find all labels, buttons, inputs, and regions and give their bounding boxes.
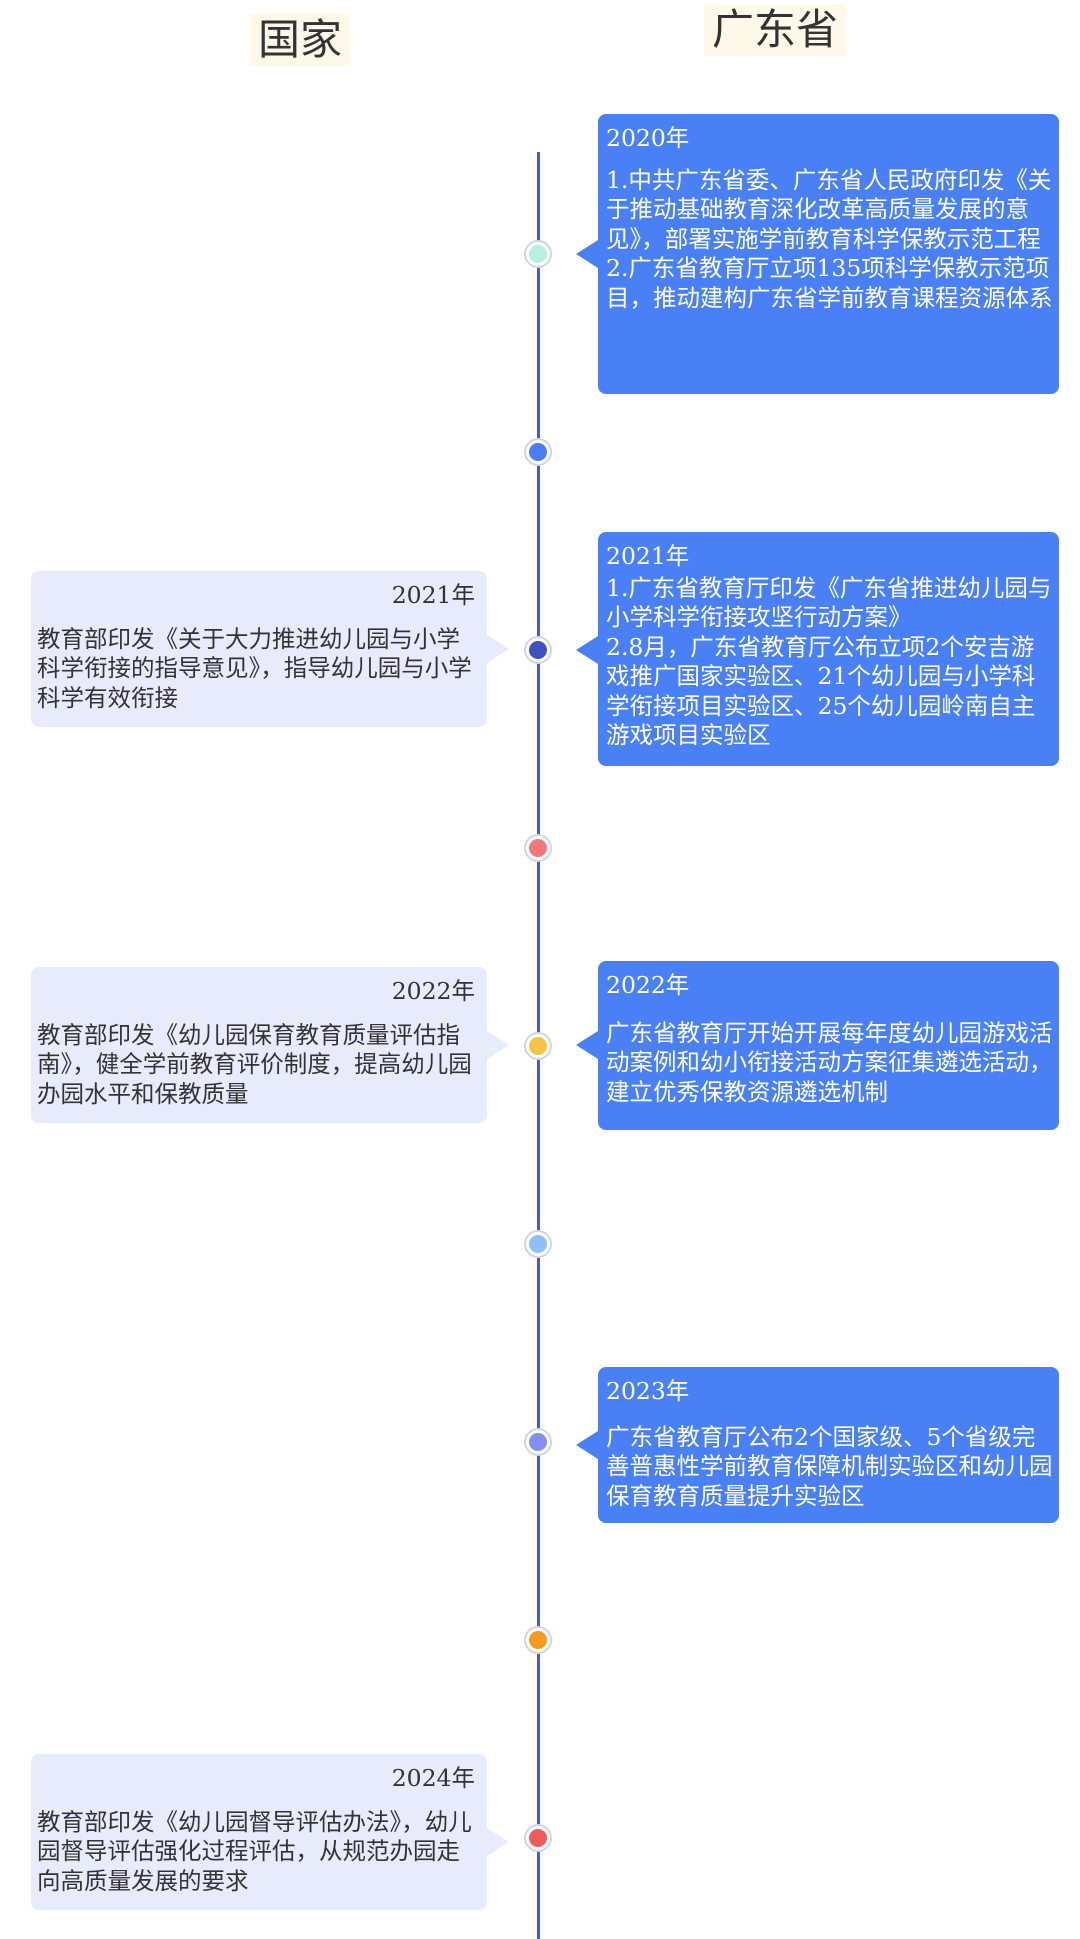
card-year: 2021年	[391, 581, 475, 609]
card-text: 教育部印发《关于大力推进幼儿园与小学科学衔接的指导意见》，指导幼儿园与小学科学有…	[37, 624, 472, 712]
card-year: 2022年	[606, 971, 690, 999]
timeline-node	[524, 438, 552, 466]
national-card-2021: 2021年 教育部印发《关于大力推进幼儿园与小学科学衔接的指导意见》，指导幼儿园…	[31, 571, 487, 727]
province-card-2020: 2020年 1.中共广东省委、广东省人民政府印发《关于推动基础教育深化改革高质量…	[598, 114, 1059, 394]
timeline-node-dot	[529, 1037, 547, 1055]
province-card-2021: 2021年 1.广东省教育厅印发《广东省推进幼儿园与小学科学衔接攻坚行动方案》 …	[598, 532, 1059, 766]
timeline-node	[524, 1824, 552, 1852]
timeline-node-dot	[529, 1829, 547, 1847]
timeline-node	[524, 1230, 552, 1258]
card-year: 2021年	[606, 542, 690, 570]
timeline-node-dot	[529, 1433, 547, 1451]
card-text: 广东省教育厅开始开展每年度幼儿园游戏活动案例和幼小衔接活动方案征集遴选活动，建立…	[606, 1018, 1053, 1106]
timeline-node	[524, 1032, 552, 1060]
timeline-node-dot	[529, 641, 547, 659]
card-text: 2.8月，广东省教育厅公布立项2个安吉游戏推广国家实验区、21个幼儿园与小学科学…	[606, 632, 1036, 750]
timeline-node	[524, 1626, 552, 1654]
card-text: 教育部印发《幼儿园保育教育质量评估指南》，健全学前教育评价制度，提高幼儿园办园水…	[37, 1020, 472, 1108]
timeline-node-dot	[529, 443, 547, 461]
column-header-national: 国家	[250, 14, 351, 67]
timeline-node-dot	[529, 245, 547, 263]
timeline-node-dot	[529, 839, 547, 857]
timeline-node	[524, 834, 552, 862]
national-card-2022: 2022年 教育部印发《幼儿园保育教育质量评估指南》，健全学前教育评价制度，提高…	[31, 967, 487, 1123]
card-text: 2.广东省教育厅立项135项科学保教示范项目，推动建构广东省学前教育课程资源体系	[606, 254, 1053, 312]
province-card-2022: 2022年 广东省教育厅开始开展每年度幼儿园游戏活动案例和幼小衔接活动方案征集遴…	[598, 961, 1059, 1130]
card-year: 2024年	[391, 1764, 475, 1792]
card-text: 广东省教育厅公布2个国家级、5个省级完善普惠性学前教育保障机制实验区和幼儿园保育…	[606, 1422, 1053, 1510]
timeline-node-dot	[529, 1235, 547, 1253]
timeline-node	[524, 1428, 552, 1456]
card-year: 2020年	[606, 124, 690, 152]
timeline-node	[524, 240, 552, 268]
card-year: 2022年	[391, 977, 475, 1005]
card-text: 1.中共广东省委、广东省人民政府印发《关于推动基础教育深化改革高质量发展的意见》…	[606, 165, 1052, 253]
column-header-province: 广东省	[704, 4, 847, 57]
card-text: 教育部印发《幼儿园督导评估办法》，幼儿园督导评估强化过程评估，从规范办园走向高质…	[37, 1807, 472, 1895]
province-card-2023: 2023年 广东省教育厅公布2个国家级、5个省级完善普惠性学前教育保障机制实验区…	[598, 1367, 1059, 1523]
timeline-node-dot	[529, 1631, 547, 1649]
national-card-2024: 2024年 教育部印发《幼儿园督导评估办法》，幼儿园督导评估强化过程评估，从规范…	[31, 1754, 487, 1910]
card-year: 2023年	[606, 1377, 690, 1405]
card-text: 1.广东省教育厅印发《广东省推进幼儿园与小学科学衔接攻坚行动方案》	[606, 573, 1052, 632]
timeline-node	[524, 636, 552, 664]
